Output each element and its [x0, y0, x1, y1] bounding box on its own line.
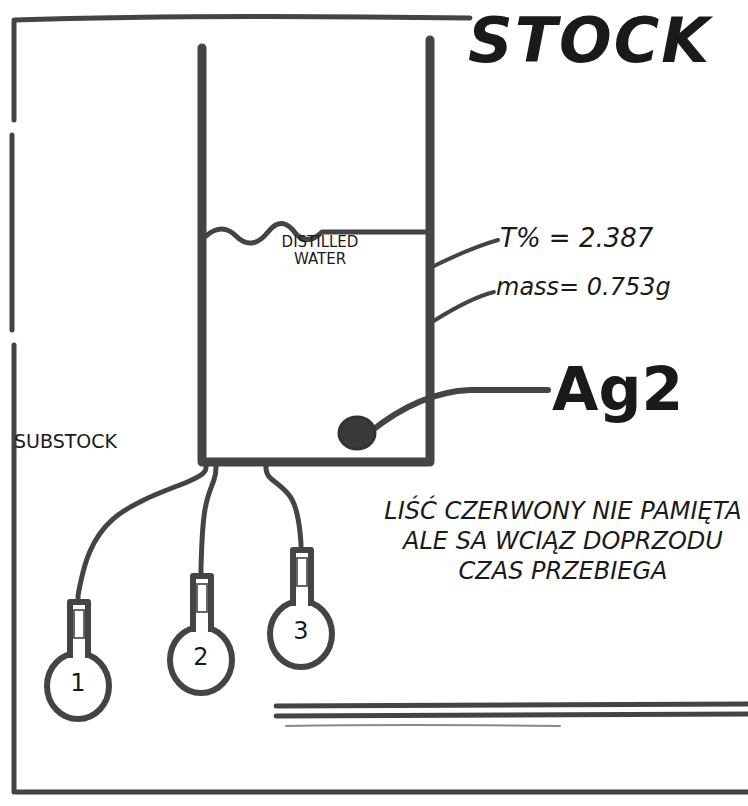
page-title: STOCK	[468, 4, 711, 77]
flask-outline	[42, 598, 114, 724]
flask-neck	[70, 602, 88, 658]
flask-number: 1	[58, 670, 98, 696]
leader-line	[432, 292, 494, 322]
substock-label: SUBSTOCK	[14, 430, 194, 454]
flask-bulb	[47, 653, 109, 719]
flask-outline	[265, 546, 337, 672]
flask-neck-inner	[297, 558, 307, 586]
solid-sample	[339, 417, 375, 449]
substock-flask: 2	[165, 572, 237, 698]
contents-label: DISTILLED WATER	[260, 234, 380, 267]
measurement-value: T% = 2.387	[500, 222, 740, 255]
flask-number: 3	[281, 618, 321, 644]
flask-number: 2	[181, 644, 221, 670]
frame-line	[14, 16, 470, 20]
flask-neck-inner	[197, 584, 207, 612]
transfer-line	[78, 466, 206, 598]
sample-label: Ag2	[552, 352, 742, 427]
frame-line	[12, 22, 748, 792]
measurement-value: mass= 0.753g	[496, 272, 736, 302]
flask-outline	[165, 572, 237, 698]
transfer-line	[201, 466, 216, 572]
flask-neck	[193, 576, 211, 632]
transfer-line	[266, 466, 301, 546]
flask-neck-inner	[74, 610, 84, 638]
leader-line	[430, 240, 498, 268]
beaker-wall	[202, 40, 430, 462]
flask-bulb	[170, 627, 232, 693]
substock-flask: 1	[42, 598, 114, 724]
flask-bulb	[270, 601, 332, 667]
substock-flask: 3	[265, 546, 337, 672]
handwritten-note: LIŚĆ CZERWONY NIE PAMIĘTA ALE SA WCIĄZ D…	[382, 496, 744, 586]
leader-line	[370, 390, 548, 432]
stock-beaker: DISTILLED WATER	[202, 44, 432, 466]
scribble	[286, 725, 560, 726]
flask-neck	[293, 550, 311, 606]
bottom-bar	[276, 704, 748, 716]
